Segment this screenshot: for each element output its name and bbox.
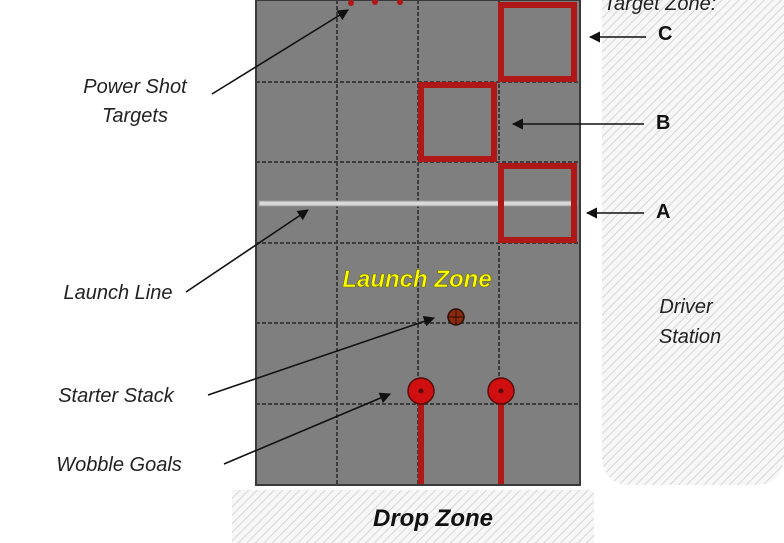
launch-zone-label: Launch Zone <box>342 266 491 293</box>
target-b-letter: B <box>656 112 670 134</box>
wobble-goal-left <box>407 377 435 484</box>
driver-station-label-line2: Station <box>659 326 721 348</box>
target-a-letter: A <box>656 201 670 223</box>
starter-stack-label: Starter Stack <box>58 385 175 407</box>
target-zone-a <box>498 163 577 243</box>
wobble-goals-arrow <box>223 392 392 465</box>
drop-zone-area <box>232 490 594 543</box>
drop-zone-label: Drop Zone <box>373 505 493 532</box>
driver-station-label-line1: Driver <box>659 296 714 318</box>
power-shot-target <box>397 0 403 5</box>
target-zone-c <box>498 2 577 82</box>
launch-line-arrow <box>185 209 309 293</box>
power-shot-arrow <box>211 9 349 95</box>
target-zone-b <box>418 82 497 162</box>
launch-line-label: Launch Line <box>64 282 173 304</box>
power-shot-label-line1: Power Shot <box>83 76 188 98</box>
wobble-goals-label: Wobble Goals <box>56 454 182 476</box>
target-zone-heading: Target Zone: <box>604 0 717 15</box>
field: Launch Zone <box>255 0 581 486</box>
power-shot-target <box>372 0 378 5</box>
driver-station-area <box>602 0 784 485</box>
power-shot-label-line2: Targets <box>102 105 168 127</box>
starter-stack <box>447 308 465 326</box>
wobble-goal-right <box>487 377 515 484</box>
launch-line <box>258 200 578 207</box>
target-c-letter: C <box>658 23 672 45</box>
power-shot-target <box>348 0 354 6</box>
starter-stack-arrow <box>207 315 436 396</box>
